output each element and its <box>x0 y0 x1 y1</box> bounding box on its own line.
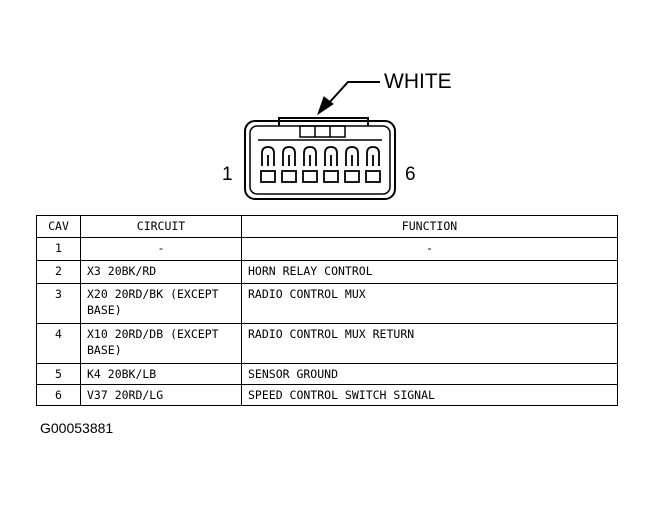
cell-circuit: X20 20RD/BK (EXCEPT BASE) <box>80 283 242 324</box>
cell-function: HORN RELAY CONTROL <box>241 260 618 284</box>
cell-function: - <box>241 237 618 261</box>
connector-terminals <box>260 146 381 183</box>
table-row: 3 X20 20RD/BK (EXCEPT BASE) RADIO CONTRO… <box>36 283 618 324</box>
connector-color-label: WHITE <box>384 70 452 93</box>
connector-diagram <box>244 81 396 200</box>
cell-function: RADIO CONTROL MUX <box>241 283 618 324</box>
terminal-6 <box>365 146 381 183</box>
table-header-row: CAV CIRCUIT FUNCTION <box>36 215 618 238</box>
cell-cav: 3 <box>36 283 81 324</box>
pin-number-start: 1 <box>222 164 233 185</box>
table-row: 1 - - <box>36 237 618 261</box>
color-pointer-arrow <box>317 81 380 116</box>
header-cav: CAV <box>36 215 81 238</box>
cell-circuit: - <box>80 237 242 261</box>
cell-cav: 1 <box>36 237 81 261</box>
terminal-1 <box>260 146 276 183</box>
cell-circuit: V37 20RD/LG <box>80 384 242 406</box>
cell-cav: 5 <box>36 363 81 385</box>
header-function: FUNCTION <box>241 215 618 238</box>
pin-number-end: 6 <box>405 164 416 185</box>
table-row: 4 X10 20RD/DB (EXCEPT BASE) RADIO CONTRO… <box>36 323 618 364</box>
cell-function: SPEED CONTROL SWITCH SIGNAL <box>241 384 618 406</box>
table-row: 2 X3 20BK/RD HORN RELAY CONTROL <box>36 260 618 284</box>
table-row: 6 V37 20RD/LG SPEED CONTROL SWITCH SIGNA… <box>36 384 618 406</box>
cell-circuit: X3 20BK/RD <box>80 260 242 284</box>
cell-cav: 2 <box>36 260 81 284</box>
terminal-4 <box>323 146 339 183</box>
table-row: 5 K4 20BK/LB SENSOR GROUND <box>36 363 618 385</box>
cell-function: SENSOR GROUND <box>241 363 618 385</box>
cell-cav: 4 <box>36 323 81 364</box>
header-circuit: CIRCUIT <box>80 215 242 238</box>
terminal-2 <box>281 146 297 183</box>
connector-housing <box>244 117 396 200</box>
cell-circuit: K4 20BK/LB <box>80 363 242 385</box>
cell-function: RADIO CONTROL MUX RETURN <box>241 323 618 364</box>
pinout-table: CAV CIRCUIT FUNCTION 1 - - 2 X3 20BK/RD … <box>36 215 618 406</box>
terminal-3 <box>302 146 318 183</box>
cell-circuit: X10 20RD/DB (EXCEPT BASE) <box>80 323 242 364</box>
cell-cav: 6 <box>36 384 81 406</box>
terminal-5 <box>344 146 360 183</box>
figure-id: G00053881 <box>40 420 114 436</box>
